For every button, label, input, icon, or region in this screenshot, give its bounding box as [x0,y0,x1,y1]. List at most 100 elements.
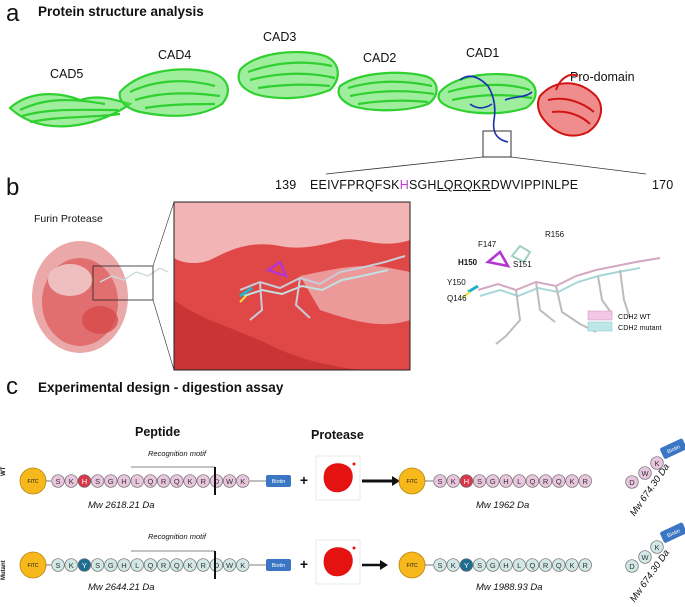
wt-product-fitc-text: FITC [406,479,417,485]
legend-swatch-wt [587,310,613,321]
wt-peptide-bead [130,474,144,488]
cad4-ribbon [118,68,229,117]
label-cad3: CAD3 [263,30,297,44]
mut-product-bead [486,558,500,572]
seq-pre: EEIVFPRQFSK [310,178,400,192]
panel-b-letter: b [6,174,20,201]
wt-peptide-bead-letter: H [121,477,126,486]
cad1-ribbon [437,72,537,115]
wt-peptide-bead-letter: K [69,477,74,486]
label-cad5: CAD5 [50,67,84,81]
wt-fragment-bead [625,475,639,489]
wt-product-bead-letter: Q [556,477,562,486]
zoom-peptide-sticks [239,255,406,321]
mut-product-bead [538,558,553,572]
mut-mw: Mw 2644.21 Da [88,582,155,593]
mut-peptide-bead [156,558,171,572]
wt-peptide-bead [117,474,131,488]
mut-product-bead [499,558,513,572]
mut-fragment-biotin-group: Biotin [660,522,685,543]
mut-product-bead [525,558,540,572]
sequence-line: EEIVFPRQFSKHSGHLQRQKRDWVIPPINLPE [310,178,578,192]
label-cad4: CAD4 [158,48,192,62]
wt-product-bead-letter: K [569,477,574,486]
mut-peptide-bead-letter: Q [174,561,180,570]
mut-fragment-letter: K [654,543,659,552]
wt-product-bead [565,474,579,488]
wt-peptide-bead-letter: Q [147,477,153,486]
mut-peptide-bead [222,558,237,572]
wt-protease [323,463,353,493]
wt-peptide-bead [64,474,78,488]
mut-peptide-bead [209,558,224,572]
wt-product-bead [538,474,553,488]
wt-peptide-bead-letter: G [108,477,114,486]
mut-peptide-bead-letter: S [55,561,60,570]
wt-biotin-text: Biotin [272,479,286,485]
panel-c-title: Experimental design - digestion assay [38,380,284,395]
mut-peptide-bead-letter: L [135,561,139,570]
residue-h150: H150 [458,258,478,267]
mut-peptide-bead [170,558,184,572]
wt-peptide-bead-letter: W [226,477,234,486]
wt-peptide-bead [222,474,237,488]
peptide-on-furin [99,267,169,283]
wt-fragment-biotin-group: Biotin [660,438,685,459]
mut-peptide-bead [51,558,65,572]
mut-peptide-bead-letter: S [95,561,100,570]
wt-motif-label: Recognition motif [148,449,206,458]
wt-product-mw: Mw 1962 Da [476,500,530,511]
sequence-end: 170 [652,178,674,192]
mut-peptide-bead-letter: R [200,561,206,570]
wt-product-bead-letter: G [490,477,496,486]
mut-peptide-bead-letter: G [108,561,114,570]
mut-product-mw: Mw 1988.93 Da [476,582,543,593]
residue-q146: Q146 [447,294,467,303]
cad3-ribbon [237,50,339,100]
mut-peptide-bead-letter: Y [82,561,87,570]
wt-product-bead-letter: H [464,477,469,486]
legend-label-mutant: CDH2 mutant [618,323,662,332]
seq-post: DWVIPPINLPE [490,178,579,192]
mut-fragment-bead [638,550,652,564]
seq-highlight-his: H [399,178,409,192]
wt-fragment-biotin [660,438,685,459]
mut-fitc-text: FITC [27,563,38,569]
wt-peptide-bead [104,474,118,488]
wt-protease-fleck [352,462,356,466]
mut-protease [323,547,353,577]
mut-peptide-bead-letter: K [69,561,74,570]
mut-product-bead-letter: Q [529,561,535,570]
mut-fragment-biotin [660,522,685,543]
mut-product-bead [459,558,474,572]
panel-a-letter: a [6,0,20,27]
wt-peptide-bead-letter: D [214,477,220,486]
wt-product-bead-letter: R [543,477,549,486]
pro-domain-ribbon [537,73,603,137]
wt-fitc-text: FITC [27,479,38,485]
wt-mw: Mw 2618.21 Da [88,500,155,511]
wt-product-bead [525,474,540,488]
mut-peptide-bead-letter: Q [147,561,153,570]
panel-a-title: Protein structure analysis [38,4,204,19]
legend-swatch-mutant [587,321,613,332]
wt-peptide-bead [90,474,105,488]
wt-peptide-bead-letter: R [161,477,167,486]
wt-fragment-letter: W [641,469,649,478]
linker-loop [459,75,533,143]
mut-product-bead-letter: L [517,561,521,570]
mut-peptide-bead [196,558,210,572]
wt-biotin [266,475,291,487]
mut-product-bead-letter: R [543,561,549,570]
mut-peptide-bead [143,558,158,572]
wt-fragment-biotin-text: Biotin [666,444,681,455]
label-pro-domain: Pro-domain [570,70,635,84]
wt-peptide-bead-letter: K [187,477,192,486]
wt-peptide-bead [51,474,65,488]
wt-fragment-bead [650,456,664,470]
mut-peptide-bead [64,558,78,572]
mut-protease-frame [315,539,361,585]
wt-product-bead-letter: R [582,477,588,486]
mut-product-bead-letter: Y [464,561,469,570]
seq-motif: LQRQKR [436,178,491,192]
